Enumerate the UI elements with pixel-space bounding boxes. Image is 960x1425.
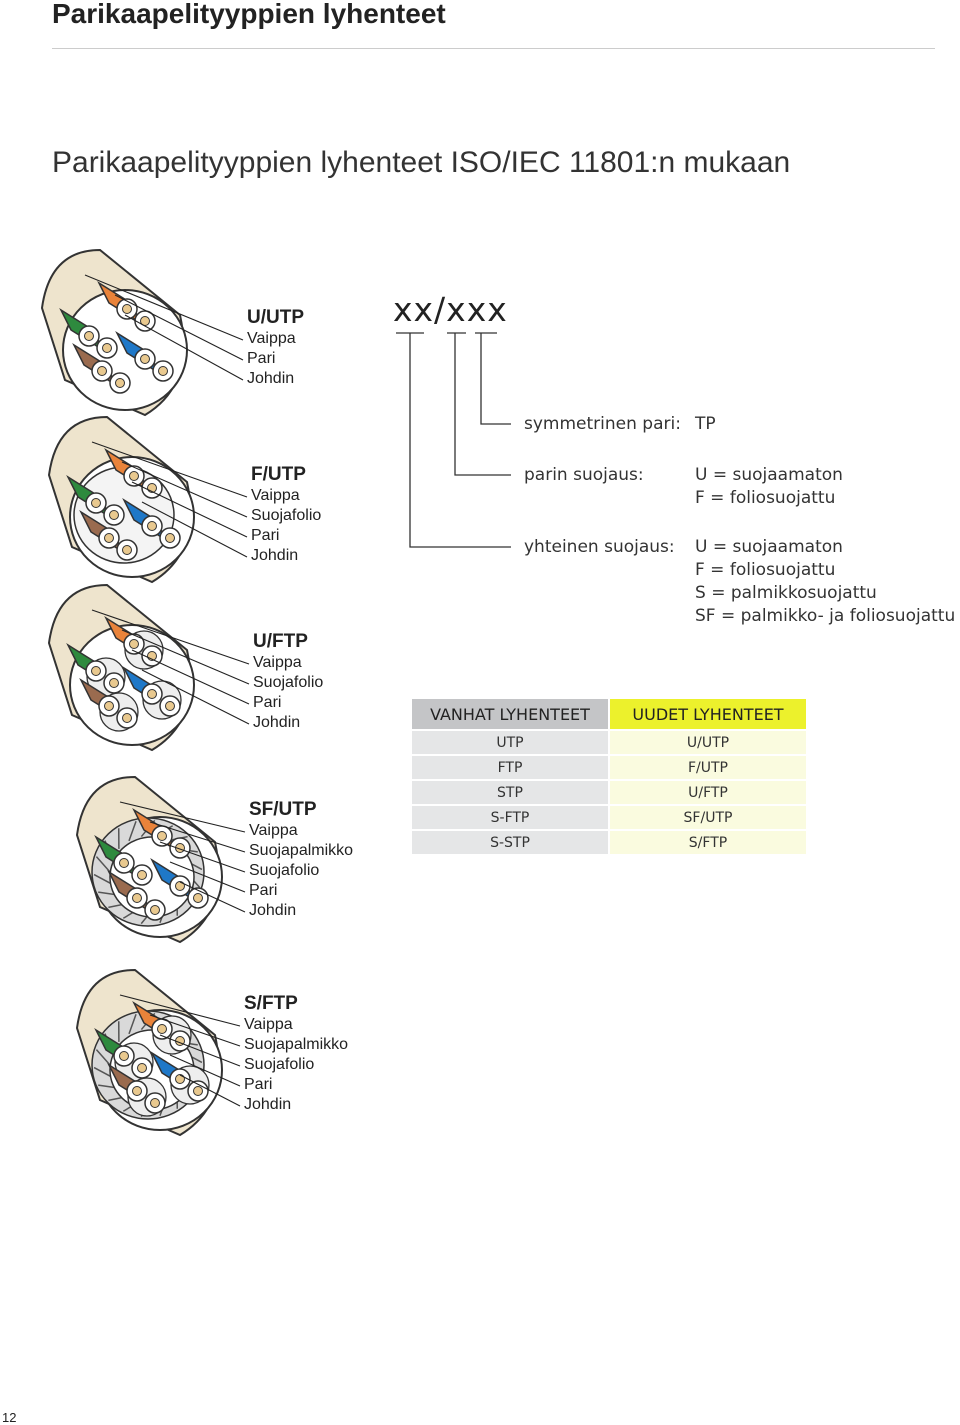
layer-label: Suojafolio: [249, 862, 320, 879]
layer-label: Pari: [251, 527, 280, 544]
cable-drawing: [47, 583, 250, 752]
cable-drawing: [75, 968, 241, 1137]
new-abbr-cell: F/UTP: [610, 756, 806, 779]
layer-label: Johdin: [249, 902, 297, 919]
old-abbr-header: VANHAT LYHENTEET: [412, 699, 608, 729]
layer-label: Vaippa: [251, 487, 300, 504]
pair-shield-options: U = suojaamaton F = foliosuojattu: [695, 464, 843, 510]
cable-label-u-utp: U/UTP Vaippa Pari Johdin: [247, 306, 304, 389]
common-shield-options: U = suojaamaton F = foliosuojattu S = pa…: [695, 536, 955, 628]
layer-label: Johdin: [251, 547, 299, 564]
new-abbr-cell: U/FTP: [610, 781, 806, 804]
table-row: STP U/FTP: [412, 781, 806, 804]
page-number: 12: [2, 1410, 17, 1425]
common-shield-label: yhteinen suojaus:: [524, 537, 675, 557]
old-abbr-cell: STP: [412, 781, 608, 804]
option: SF = palmikko- ja foliosuojattu: [695, 606, 956, 626]
pair-value: TP: [695, 414, 716, 434]
cable-label-s-ftp: S/FTP Vaippa Suojapalmikko Suojafolio Pa…: [244, 992, 348, 1115]
layer-label: Johdin: [247, 370, 295, 387]
table-row: S-FTP SF/UTP: [412, 806, 806, 829]
abbreviation-code: xx/xxx: [393, 290, 508, 329]
abbreviation-table: VANHAT LYHENTEET UUDET LYHENTEET UTP U/U…: [410, 697, 808, 856]
table-row: S-STP S/FTP: [412, 831, 806, 854]
old-abbr-cell: S-STP: [412, 831, 608, 854]
layer-label: Johdin: [244, 1096, 292, 1113]
cable-drawing: [47, 415, 248, 584]
layer-label: Suojapalmikko: [244, 1036, 349, 1053]
old-abbr-cell: UTP: [412, 731, 608, 754]
cable-label-u-ftp: U/FTP Vaippa Suojafolio Pari Johdin: [253, 630, 323, 733]
option: U = suojaamaton: [695, 537, 843, 557]
table-header-row: VANHAT LYHENTEET UUDET LYHENTEET: [412, 699, 806, 729]
pair-label: symmetrinen pari:: [524, 414, 681, 434]
layer-label: Suojafolio: [253, 674, 324, 691]
cable-drawing: [40, 248, 244, 417]
cable-name: S/FTP: [244, 993, 298, 1014]
option: S = palmikkosuojattu: [695, 583, 877, 603]
cable-name: F/UTP: [251, 464, 306, 485]
layer-label: Pari: [253, 694, 282, 711]
page-title: Parikaapelityyppien lyhenteet: [52, 0, 446, 29]
cable-name: U/FTP: [253, 631, 308, 652]
pair-shield-label: parin suojaus:: [524, 465, 644, 485]
cable-drawing: [75, 775, 246, 944]
layer-label: Vaippa: [247, 330, 296, 347]
layer-label: Suojafolio: [251, 507, 322, 524]
title-divider: [52, 48, 935, 49]
cable-label-f-utp: F/UTP Vaippa Suojafolio Pari Johdin: [251, 463, 321, 566]
cable-name: U/UTP: [247, 307, 304, 328]
layer-label: Suojapalmikko: [249, 842, 354, 859]
layer-label: Johdin: [253, 714, 301, 731]
layer-label: Vaippa: [244, 1016, 293, 1033]
option: U = suojaamaton: [695, 465, 843, 485]
new-abbr-cell: U/UTP: [610, 731, 806, 754]
layer-label: Pari: [249, 882, 278, 899]
table-row: FTP F/UTP: [412, 756, 806, 779]
new-abbr-header: UUDET LYHENTEET: [610, 699, 806, 729]
option: F = foliosuojattu: [695, 560, 836, 580]
new-abbr-cell: SF/UTP: [610, 806, 806, 829]
table-row: UTP U/UTP: [412, 731, 806, 754]
cable-label-sf-utp: SF/UTP Vaippa Suojapalmikko Suojafolio P…: [249, 798, 353, 921]
layer-label: Suojafolio: [244, 1056, 315, 1073]
cable-name: SF/UTP: [249, 799, 317, 820]
old-abbr-cell: FTP: [412, 756, 608, 779]
option: F = foliosuojattu: [695, 488, 836, 508]
old-abbr-cell: S-FTP: [412, 806, 608, 829]
new-abbr-cell: S/FTP: [610, 831, 806, 854]
layer-label: Vaippa: [253, 654, 302, 671]
layer-label: Vaippa: [249, 822, 298, 839]
page-subtitle: Parikaapelityyppien lyhenteet ISO/IEC 11…: [52, 146, 791, 179]
layer-label: Pari: [247, 350, 276, 367]
layer-label: Pari: [244, 1076, 273, 1093]
